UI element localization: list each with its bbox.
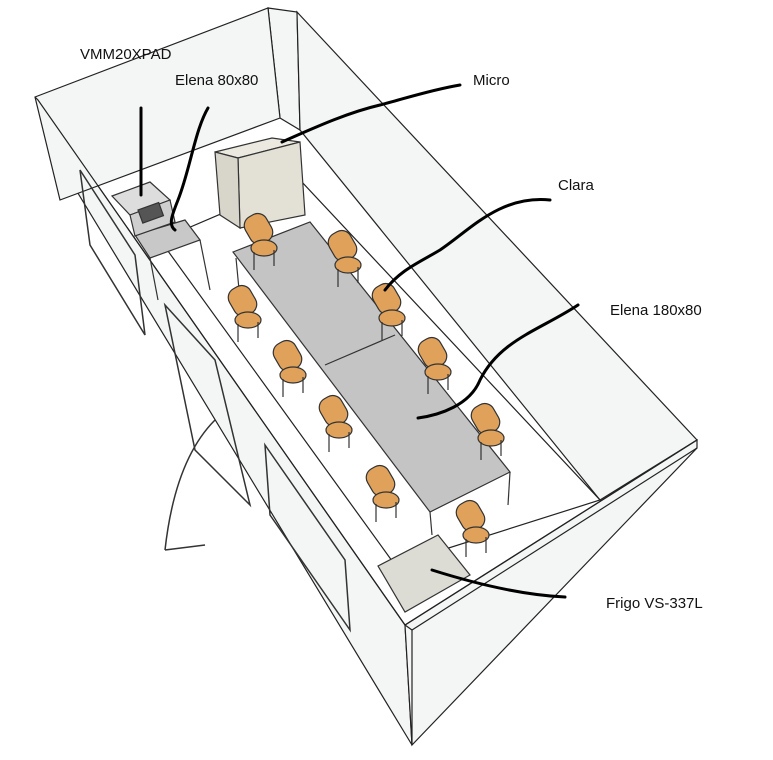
- pointer-cabinet: [280, 83, 462, 144]
- door: [163, 302, 252, 508]
- label-microwave: VMM20XPAD: [80, 46, 172, 63]
- chair: [365, 464, 400, 522]
- pointer-chairs: [383, 198, 552, 292]
- chair: [470, 402, 505, 460]
- label-big-table: Elena 180x80: [610, 302, 702, 319]
- label-chairs: Clara: [558, 177, 594, 194]
- label-fridge: Frigo VS-337L: [606, 595, 703, 612]
- pointer-big-table: [416, 303, 580, 420]
- chair: [243, 212, 278, 270]
- microwave: [110, 181, 176, 237]
- window-left: [79, 169, 146, 336]
- pointer-fridge: [430, 568, 567, 599]
- pointer-small-table: [169, 106, 210, 232]
- chair: [455, 499, 490, 557]
- label-small-table: Elena 80x80: [175, 72, 259, 89]
- chair: [318, 394, 353, 452]
- chair: [371, 282, 406, 340]
- window-front: [264, 442, 351, 633]
- cabinet: [214, 137, 306, 230]
- top-left-wall: [34, 7, 281, 201]
- chair: [417, 336, 452, 394]
- door-swing: [164, 419, 216, 551]
- label-cabinet: Micro: [473, 72, 510, 89]
- chair: [272, 339, 307, 397]
- small-table: [134, 219, 211, 301]
- chair: [327, 229, 362, 287]
- fridge: [377, 534, 471, 613]
- chairs: [227, 212, 505, 557]
- chair: [227, 284, 262, 342]
